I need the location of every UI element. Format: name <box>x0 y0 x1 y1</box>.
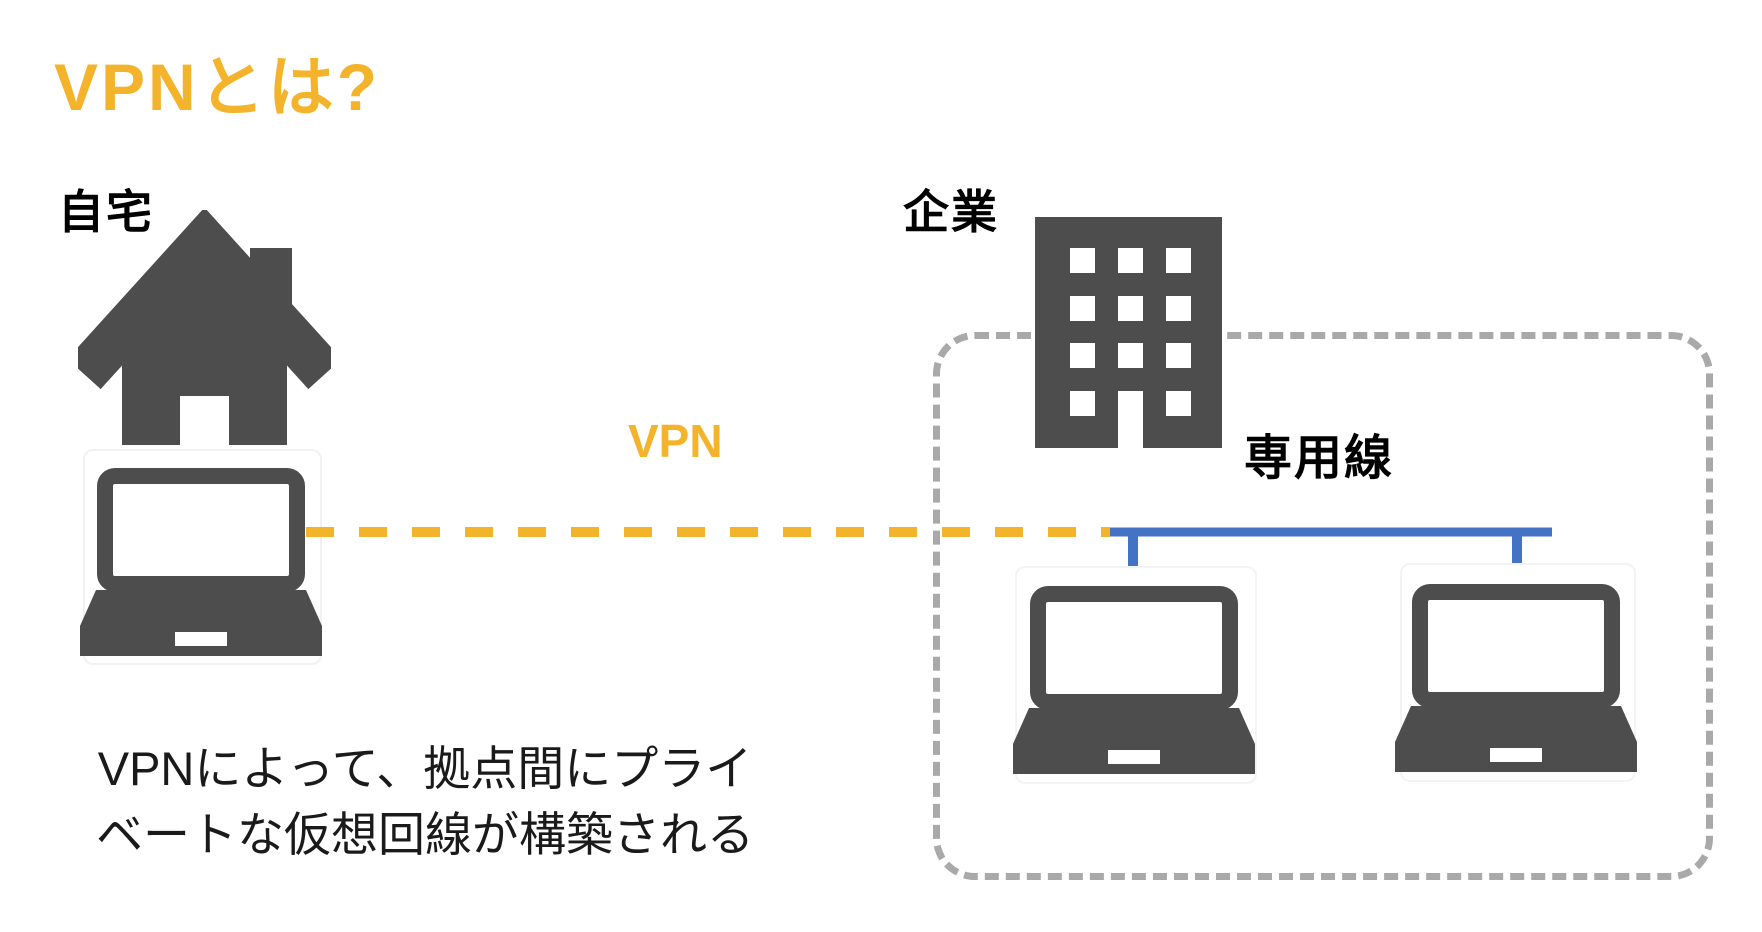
caption: VPNによって、拠点間にプライ ベートな仮想回線が構築される <box>70 736 780 868</box>
home-laptop-icon <box>80 468 322 656</box>
office-laptop-left-icon <box>1013 586 1255 774</box>
building-icon <box>1035 217 1222 448</box>
vpn-line-label: VPN <box>628 415 723 467</box>
vpn-dashed-line <box>306 527 1110 537</box>
caption-line-1: VPNによって、拠点間にプライ <box>97 742 753 795</box>
company-label: 企業 <box>903 186 999 238</box>
page-title: VPNとは? <box>54 50 381 124</box>
dedicated-line-label: 専用線 <box>1244 432 1395 485</box>
house-icon <box>78 210 331 445</box>
caption-line-2: ベートな仮想回線が構築される <box>96 808 754 861</box>
office-laptop-right-icon <box>1395 584 1637 772</box>
company-boundary-box <box>933 332 1713 880</box>
home-label: 自宅 <box>58 186 154 238</box>
